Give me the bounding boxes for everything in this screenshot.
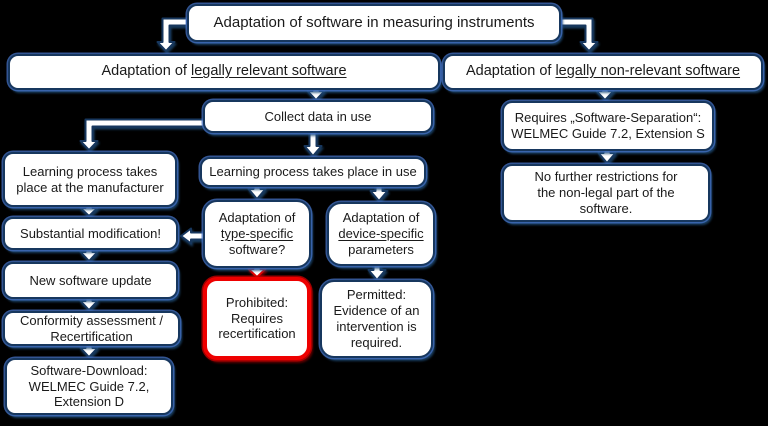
node-device-specific-parameters: Adaptation of device-specific parameters: [327, 202, 435, 266]
arrow-title-to-left-branch: [156, 17, 188, 52]
text-line: Extension D: [53, 394, 125, 410]
arrow-separation-to-no-restrictions: [597, 149, 617, 164]
node-conformity-assessment: Conformity assessment / Recertification: [3, 311, 180, 346]
node-legally-non-relevant-text: Adaptation of legally non-relevant softw…: [466, 63, 740, 81]
text-underlined: legally relevant software: [190, 63, 347, 80]
node-collect-data-text: Collect data in use: [264, 108, 372, 124]
arrow-type-specific-to-substantial: [180, 227, 205, 245]
text-underlined: type-specific: [220, 226, 294, 242]
node-title: Adaptation of software in measuring inst…: [187, 4, 561, 42]
text-line: place at the manufacturer: [16, 179, 164, 195]
text-line: Adaptation of: [218, 210, 296, 226]
text-line: intervention is: [336, 319, 417, 334]
node-new-software-update: New software update: [3, 262, 178, 299]
text-line: software?: [228, 241, 286, 257]
arrow-title-to-right-branch: [560, 17, 599, 52]
arrow-learn-use-to-device-specific: [369, 185, 389, 202]
text-line: Recertification: [50, 328, 133, 344]
text-line: the non-legal part of the: [537, 185, 675, 201]
text-line: No further restrictions for: [534, 169, 678, 185]
text-line: Software-Download:: [30, 362, 148, 378]
node-software-separation: Requires „Software-Separation“: WELMEC G…: [502, 101, 714, 151]
node-legally-non-relevant: Adaptation of legally non-relevant softw…: [443, 54, 763, 90]
text-line: parameters: [348, 241, 414, 257]
node-new-software-update-text: New software update: [29, 272, 152, 288]
node-software-download: Software-Download: WELMEC Guide 7.2, Ext…: [5, 358, 173, 415]
arrow-device-specific-to-permitted: [367, 264, 387, 281]
node-no-further-restrictions: No further restrictions for the non-lega…: [502, 164, 710, 222]
node-title-text: Adaptation of software in measuring inst…: [213, 13, 535, 31]
text-line: Prohibited:: [225, 294, 289, 310]
node-prohibited: Prohibited: Requires recertification: [203, 277, 311, 360]
text-line: Permitted:: [346, 287, 407, 303]
text-line: required.: [350, 334, 403, 350]
node-permitted: Permitted: Evidence of an intervention i…: [320, 280, 433, 358]
text-line: Requires „Software-Separation“:: [514, 110, 702, 126]
text-prefix: Adaptation of: [101, 63, 191, 80]
node-learning-at-manufacturer: Learning process takes place at the manu…: [3, 152, 177, 207]
node-substantial-modification-text: Substantial modification!: [20, 225, 161, 241]
arrow-new-update-to-conformity: [79, 297, 99, 311]
arrow-collect-to-learn-use: [303, 131, 323, 157]
text-underlined: device-specific: [338, 226, 424, 242]
text-line: Evidence of an: [333, 303, 420, 319]
node-type-specific-software: Adaptation of type-specific software?: [203, 200, 311, 268]
text-underlined: legally non-relevant software: [555, 63, 741, 80]
arrow-learn-use-to-type-specific: [247, 185, 267, 200]
text-line: software.: [579, 200, 633, 216]
node-legally-relevant-text: Adaptation of legally relevant software: [101, 63, 346, 81]
node-legally-relevant: Adaptation of legally relevant software: [8, 54, 440, 90]
text-line: Conformity assessment /: [19, 312, 164, 328]
text-line: recertification: [218, 326, 296, 342]
text-line: WELMEC Guide 7.2, Extension S: [511, 126, 705, 141]
text-line: WELMEC Guide 7.2,: [28, 378, 150, 394]
text-line: Adaptation of: [342, 210, 420, 226]
text-line: Requires: [230, 310, 284, 326]
arrow-collect-to-learn-manufacturer: [79, 118, 205, 151]
arrow-conformity-to-download: [79, 344, 99, 358]
node-learning-in-use: Learning process takes place in use: [200, 157, 426, 187]
text-prefix: Adaptation of: [465, 63, 556, 80]
arrow-substantial-to-new-update: [79, 248, 99, 262]
node-collect-data: Collect data in use: [203, 100, 433, 133]
node-learning-in-use-text: Learning process takes place in use: [209, 164, 417, 180]
text-line: Learning process takes: [22, 163, 158, 179]
node-substantial-modification: Substantial modification!: [3, 217, 178, 250]
